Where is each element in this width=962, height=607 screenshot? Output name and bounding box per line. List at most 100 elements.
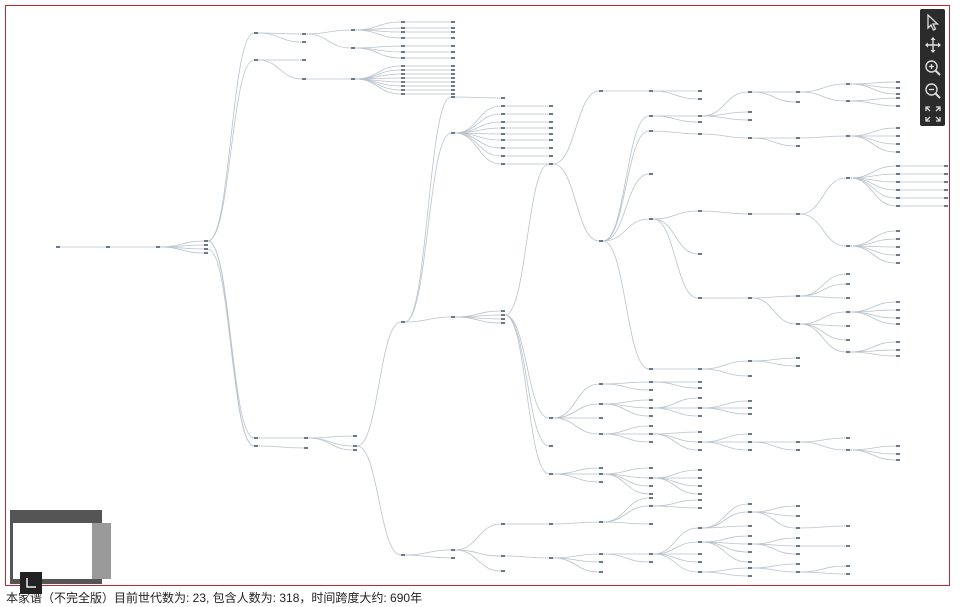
person-node[interactable] <box>549 557 553 559</box>
person-node[interactable] <box>796 295 800 297</box>
person-node[interactable] <box>649 399 653 401</box>
person-node[interactable] <box>549 127 553 129</box>
person-node[interactable] <box>649 368 653 370</box>
person-node[interactable] <box>304 437 308 439</box>
person-node[interactable] <box>944 189 948 191</box>
person-node[interactable] <box>748 119 752 121</box>
person-node[interactable] <box>796 563 800 565</box>
person-node[interactable] <box>748 525 752 527</box>
person-node[interactable] <box>549 121 553 123</box>
person-node[interactable] <box>846 283 850 285</box>
person-node[interactable] <box>896 453 900 455</box>
person-node[interactable] <box>846 339 850 341</box>
person-node[interactable] <box>353 435 357 437</box>
person-node[interactable] <box>302 33 306 35</box>
person-node[interactable] <box>846 573 850 575</box>
person-node[interactable] <box>896 459 900 461</box>
person-node[interactable] <box>649 115 653 117</box>
person-node[interactable] <box>649 477 653 479</box>
person-node[interactable] <box>796 323 800 325</box>
person-node[interactable] <box>451 73 455 75</box>
person-node[interactable] <box>351 78 355 80</box>
person-node[interactable] <box>599 403 603 405</box>
person-node[interactable] <box>599 417 603 419</box>
person-node[interactable] <box>748 91 752 93</box>
person-node[interactable] <box>549 445 553 447</box>
person-node[interactable] <box>501 133 505 135</box>
person-node[interactable] <box>796 137 800 139</box>
person-node[interactable] <box>698 493 702 495</box>
person-node[interactable] <box>698 98 702 100</box>
pan-tool-button[interactable] <box>922 34 944 56</box>
person-node[interactable] <box>698 485 702 487</box>
person-node[interactable] <box>698 431 702 433</box>
person-node[interactable] <box>748 567 752 569</box>
person-node[interactable] <box>846 135 850 137</box>
person-node[interactable] <box>748 213 752 215</box>
person-node[interactable] <box>896 151 900 153</box>
person-node[interactable] <box>796 515 800 517</box>
person-node[interactable] <box>254 59 258 61</box>
select-tool-button[interactable] <box>922 11 944 33</box>
person-node[interactable] <box>944 181 948 183</box>
person-node[interactable] <box>599 561 603 563</box>
person-node[interactable] <box>501 147 505 149</box>
person-node[interactable] <box>353 449 357 451</box>
person-node[interactable] <box>796 537 800 539</box>
person-node[interactable] <box>796 527 800 529</box>
fit-view-tool-button[interactable] <box>922 103 944 125</box>
person-node[interactable] <box>796 145 800 147</box>
person-node[interactable] <box>451 57 455 59</box>
person-node[interactable] <box>401 73 405 75</box>
person-node[interactable] <box>401 57 405 59</box>
person-node[interactable] <box>698 387 702 389</box>
person-node[interactable] <box>501 523 505 525</box>
person-node[interactable] <box>204 252 208 254</box>
person-node[interactable] <box>796 553 800 555</box>
zoom-in-tool-button[interactable] <box>922 57 944 79</box>
person-node[interactable] <box>896 189 900 191</box>
person-node[interactable] <box>649 130 653 132</box>
person-node[interactable] <box>599 553 603 555</box>
person-node[interactable] <box>698 415 702 417</box>
person-node[interactable] <box>896 87 900 89</box>
person-node[interactable] <box>401 93 405 95</box>
person-node[interactable] <box>401 37 405 39</box>
person-node[interactable] <box>501 310 505 312</box>
person-node[interactable] <box>896 246 900 248</box>
person-node[interactable] <box>748 511 752 513</box>
person-node[interactable] <box>649 497 653 499</box>
person-node[interactable] <box>451 85 455 87</box>
person-node[interactable] <box>748 375 752 377</box>
person-node[interactable] <box>846 83 850 85</box>
person-node[interactable] <box>599 240 603 242</box>
person-node[interactable] <box>896 301 900 303</box>
person-node[interactable] <box>254 32 258 34</box>
person-node[interactable] <box>698 381 702 383</box>
person-node[interactable] <box>649 433 653 435</box>
person-node[interactable] <box>846 351 850 353</box>
person-node[interactable] <box>549 133 553 135</box>
person-node[interactable] <box>796 545 800 547</box>
person-node[interactable] <box>549 105 553 107</box>
person-node[interactable] <box>549 139 553 141</box>
person-node[interactable] <box>401 321 405 323</box>
person-node[interactable] <box>204 244 208 246</box>
person-node[interactable] <box>698 561 702 563</box>
person-node[interactable] <box>896 197 900 199</box>
person-node[interactable] <box>599 383 603 385</box>
person-node[interactable] <box>698 368 702 370</box>
person-node[interactable] <box>649 485 653 487</box>
person-node[interactable] <box>302 59 306 61</box>
person-node[interactable] <box>698 541 702 543</box>
person-node[interactable] <box>501 121 505 123</box>
person-node[interactable] <box>353 445 357 447</box>
person-node[interactable] <box>748 413 752 415</box>
person-node[interactable] <box>748 407 752 409</box>
person-node[interactable] <box>896 127 900 129</box>
person-node[interactable] <box>599 473 603 475</box>
person-node[interactable] <box>846 100 850 102</box>
person-node[interactable] <box>846 297 850 299</box>
person-node[interactable] <box>698 571 702 573</box>
person-node[interactable] <box>451 132 455 134</box>
